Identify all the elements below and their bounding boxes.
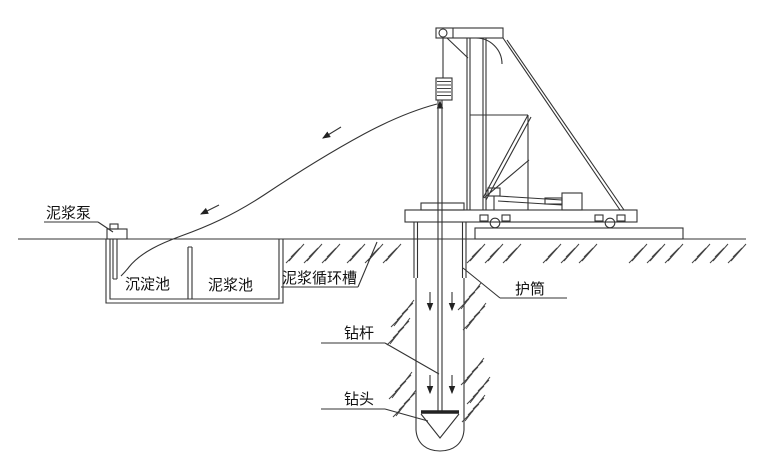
mud-pit [105, 239, 284, 304]
sedimentation-pool-label: 沉淀池 [125, 275, 170, 293]
main-diagonal-brace [502, 37, 625, 211]
inner-brace [482, 114, 532, 201]
pool-divider [187, 246, 193, 299]
label-drill-rod: 钻杆 [321, 324, 440, 375]
mud-hose [120, 103, 438, 277]
soil-hatch-ground [285, 243, 747, 264]
wheel [479, 214, 511, 229]
casing-label: 护筒 [515, 280, 545, 298]
swivel-assembly [435, 38, 453, 109]
mast-crossmember [470, 114, 529, 210]
label-casing: 护筒 [462, 267, 567, 299]
drive-belt [493, 195, 563, 210]
hose-flow-arrow [200, 204, 220, 215]
mud-pump [106, 223, 128, 280]
label-mud-pump: 泥浆泵 [44, 204, 114, 233]
drill-rod [437, 100, 443, 412]
borehole-flow-arrows [426, 292, 456, 395]
rig-platform [404, 187, 684, 240]
casing [413, 222, 467, 278]
label-drill-bit: 钻头 [321, 390, 429, 422]
suction-pipe [112, 239, 118, 280]
rig-base [474, 227, 684, 240]
engine-box [561, 192, 583, 211]
drill-rig-mast [435, 27, 625, 211]
mast-columns [466, 38, 487, 210]
drill-rod-label: 钻杆 [344, 324, 374, 342]
wheel [594, 214, 626, 229]
mud-circulation-trough-label: 泥浆循环槽 [282, 269, 357, 287]
mud-pool-label: 泥浆池 [208, 276, 253, 294]
hose-flow-arrow [322, 126, 342, 139]
drill-bit [420, 410, 460, 439]
label-mud-circulation-trough: 泥浆循环槽 [281, 241, 378, 288]
water-swivel [435, 77, 453, 101]
mud-pump-label: 泥浆泵 [46, 204, 91, 222]
crown-pulley-icon [438, 28, 448, 38]
crown-beam [435, 27, 504, 39]
drill-bit-label: 钻头 [344, 390, 374, 408]
